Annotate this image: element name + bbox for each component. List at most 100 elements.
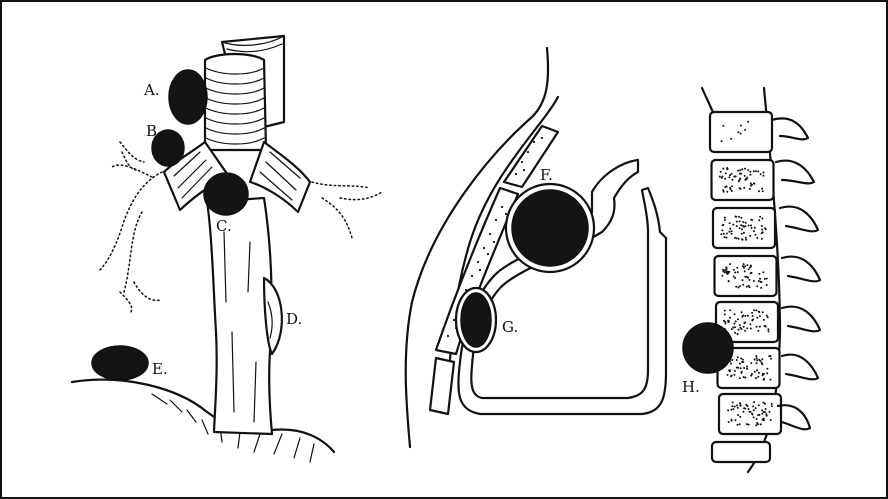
bone-stipple xyxy=(763,172,765,174)
bone-stipple xyxy=(751,373,753,375)
bone-stipple xyxy=(741,279,743,281)
bone-stipple xyxy=(729,317,731,319)
bone-stipple xyxy=(758,372,760,374)
bone-stipple xyxy=(764,325,766,327)
bone-stipple xyxy=(760,423,762,425)
bone-stipple xyxy=(758,273,760,275)
bone-stipple xyxy=(739,377,741,379)
bone-stipple xyxy=(756,237,758,239)
bone-stipple xyxy=(724,313,726,315)
bone-stipple xyxy=(748,225,750,227)
bone-stipple xyxy=(743,263,745,265)
bone-stipple xyxy=(723,191,725,193)
bone-stipple xyxy=(743,367,745,369)
label-a: A. xyxy=(143,81,160,99)
bone-stipple xyxy=(753,409,755,411)
bone-stipple xyxy=(751,413,753,415)
bone-stipple xyxy=(754,359,756,361)
bone-stipple xyxy=(745,237,747,239)
bone-stipple xyxy=(742,359,744,361)
bone-stipple xyxy=(722,269,724,271)
bone-stipple xyxy=(726,191,728,193)
bone-stipple xyxy=(739,169,741,171)
bone-stipple xyxy=(737,356,739,358)
bone-stipple xyxy=(737,414,739,416)
bone-stipple xyxy=(739,220,741,222)
bone-stipple xyxy=(762,374,764,376)
bone-stipple xyxy=(765,408,767,410)
diaphragm-dome-left xyxy=(72,380,334,452)
bone-stipple xyxy=(755,309,757,311)
bone-stipple xyxy=(737,170,739,172)
bone-stipple xyxy=(767,328,769,330)
bone-stipple xyxy=(751,219,753,221)
bone-stipple xyxy=(750,362,752,364)
bone-stipple xyxy=(757,423,759,425)
bone-stipple xyxy=(761,409,763,411)
bone-stipple xyxy=(762,419,764,421)
bone-stipple xyxy=(737,407,739,409)
bone-stipple xyxy=(766,368,768,370)
bone-stipple xyxy=(739,423,741,425)
bone-stipple xyxy=(740,358,742,360)
bone-stipple xyxy=(760,287,762,289)
bone-stipple xyxy=(761,413,763,415)
bone-stipple xyxy=(729,222,731,224)
bone-stipple xyxy=(722,275,724,277)
label-e: E. xyxy=(152,360,168,378)
vertebral-body xyxy=(710,112,772,152)
bone-stipple xyxy=(770,419,772,421)
bone-stipple xyxy=(731,190,733,192)
bone-stipple xyxy=(731,179,733,181)
bone-stipple xyxy=(744,265,746,267)
bone-stipple xyxy=(771,403,773,405)
bone-stipple xyxy=(731,185,733,187)
bone-stipple xyxy=(731,420,733,422)
bone-stipple xyxy=(750,224,752,226)
bone-stipple xyxy=(756,317,758,319)
bone-stipple xyxy=(735,419,737,421)
bone-stipple xyxy=(741,311,743,313)
bone-stipple xyxy=(737,333,739,335)
bone-stipple xyxy=(741,168,743,170)
bone-stipple xyxy=(726,167,728,169)
bone-stipple xyxy=(739,405,741,407)
bone-stipple xyxy=(742,239,744,241)
bone-stipple xyxy=(724,236,726,238)
bone-stipple xyxy=(761,188,763,190)
bone-stipple xyxy=(743,267,745,269)
bone-stipple xyxy=(724,323,726,325)
bone-stipple xyxy=(757,330,759,332)
bone-stipple xyxy=(737,424,739,426)
bone-stipple xyxy=(737,131,739,133)
vertebral-body xyxy=(712,442,770,462)
bone-stipple xyxy=(755,407,757,409)
bone-stipple xyxy=(753,309,755,311)
bone-stipple xyxy=(725,267,727,269)
bone-stipple xyxy=(748,408,750,410)
bone-stipple xyxy=(743,226,745,228)
lesion-a xyxy=(169,70,207,124)
bone-stipple xyxy=(768,330,770,332)
bone-stipple xyxy=(744,377,746,379)
bone-stipple xyxy=(760,173,762,175)
bone-stipple xyxy=(769,379,771,381)
bone-stipple xyxy=(749,188,751,190)
bone-stipple xyxy=(729,370,731,372)
bone-stipple xyxy=(766,372,768,374)
bone-stipple xyxy=(771,405,773,407)
bone-stipple xyxy=(761,362,763,364)
bone-stipple xyxy=(732,408,734,410)
bone-stipple xyxy=(770,358,772,360)
bone-stipple xyxy=(766,315,768,317)
bone-stipple xyxy=(757,414,759,416)
bone-stipple xyxy=(743,322,745,324)
bone-stipple xyxy=(733,374,735,376)
bone-stipple xyxy=(753,401,755,403)
bone-stipple xyxy=(741,316,743,318)
bone-stipple xyxy=(734,326,736,328)
bone-stipple xyxy=(724,310,726,312)
bone-stipple xyxy=(737,329,739,331)
bone-stipple xyxy=(725,172,727,174)
